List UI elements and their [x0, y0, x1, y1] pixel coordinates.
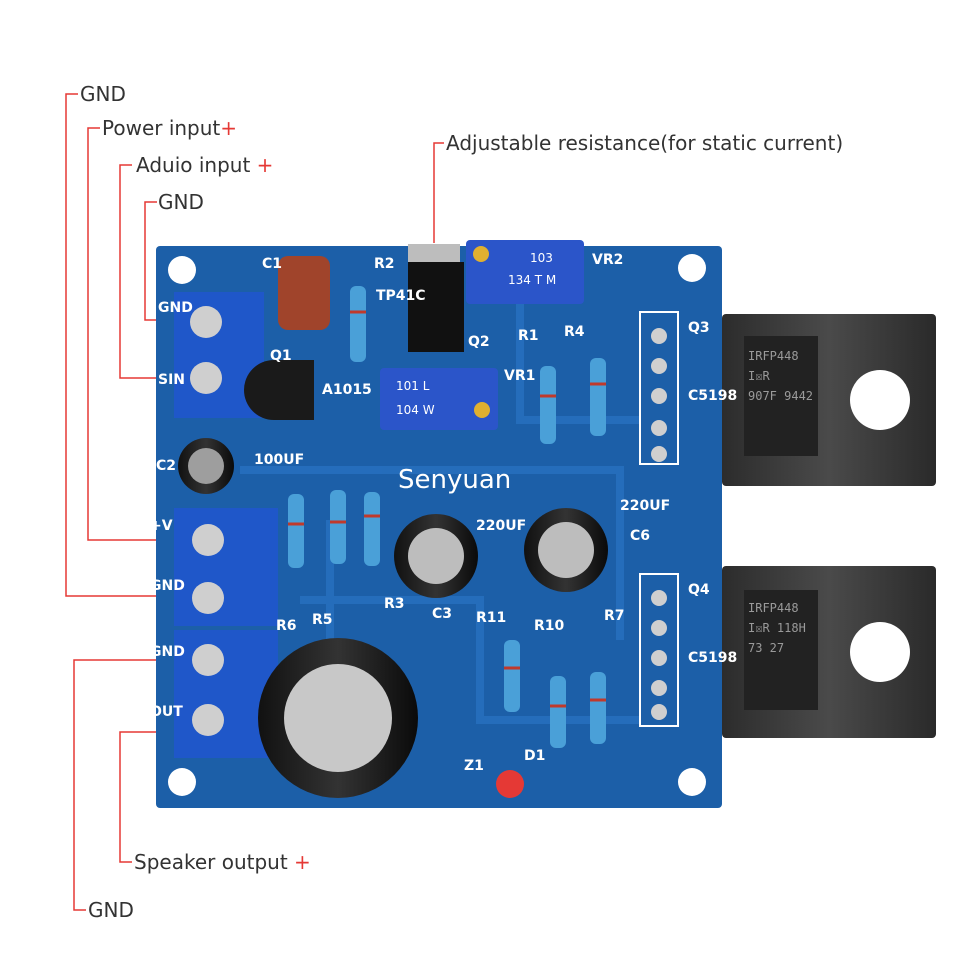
mosfet-q4-body	[722, 566, 936, 738]
silk-c6: C6	[630, 528, 650, 544]
board-brand: Senyuan	[398, 465, 511, 495]
capacitor-c1	[278, 256, 330, 330]
leader-adjustable	[433, 142, 444, 243]
silk-r1: R1	[518, 328, 539, 344]
silk-vr1: VR1	[504, 368, 535, 384]
resistors	[288, 286, 606, 748]
silk-r2: R2	[374, 256, 395, 272]
silk-c6-value: 220UF	[620, 498, 670, 514]
transistor-q1	[244, 360, 314, 420]
silk-c2: C2	[156, 458, 176, 474]
silk-vr2: VR2	[592, 252, 623, 268]
mosfet-q3-body	[722, 314, 936, 486]
silk-q4: Q4	[688, 582, 710, 598]
silk-r3: R3	[384, 596, 405, 612]
mosfet-q4-marking-3: 73 27	[748, 641, 784, 655]
trimmer-vr2	[466, 240, 584, 304]
vr2-marking-1: 103	[530, 251, 553, 265]
mosfet-q3-marking-3: 907F 9442	[748, 389, 813, 403]
silk-r7: R7	[604, 608, 625, 624]
silk-c2-value: 100UF	[254, 452, 304, 468]
silk-r6: R6	[276, 618, 297, 634]
silk-c3-value: 220UF	[476, 518, 526, 534]
silk-sin: SIN	[158, 372, 185, 388]
silk-c5198-bot: C5198	[688, 650, 737, 666]
silk-r10: R10	[534, 618, 565, 634]
label-gnd-top: GND	[80, 82, 126, 106]
led-d1	[496, 770, 524, 798]
silk-gnd-3: GND	[150, 644, 185, 660]
mosfet-q3-marking-2: I☒R	[748, 369, 770, 383]
plus-sign: +	[294, 850, 311, 874]
label-power-input-text: Power input	[102, 116, 221, 140]
label-adjustable-resistance: Adjustable resistance(for static current…	[446, 131, 844, 155]
plus-sign: +	[220, 116, 238, 140]
leader-power-input	[87, 127, 160, 541]
leader-speaker-output	[119, 731, 160, 863]
silk-plus-v: +V	[150, 518, 173, 534]
silk-c1: C1	[262, 256, 282, 272]
vr1-marking-2: 104 W	[396, 403, 435, 417]
label-power-input: Power input+	[102, 117, 237, 139]
silk-q3: Q3	[688, 320, 710, 336]
silk-tp41c: TP41C	[376, 288, 426, 304]
mosfet-q3-marking-1: IRFP448	[748, 349, 799, 363]
label-speaker-output: Speaker output +	[134, 851, 311, 873]
silk-c5198-top: C5198	[688, 388, 737, 404]
label-gnd-bottom: GND	[88, 898, 134, 922]
silk-q1: Q1	[270, 348, 292, 364]
trimmer-vr1	[380, 368, 498, 430]
silk-z1: Z1	[464, 758, 484, 774]
silk-r5: R5	[312, 612, 333, 628]
silk-q2: Q2	[468, 334, 490, 350]
label-audio-input-text: Aduio input	[136, 153, 251, 177]
vr1-marking-1: 101 L	[396, 379, 430, 393]
leader-gnd-top	[65, 93, 158, 597]
silk-r11: R11	[476, 610, 506, 626]
terminal-output	[174, 630, 278, 758]
vr2-marking-2: 134 T M	[508, 273, 556, 287]
silk-gnd-2: GND	[150, 578, 185, 594]
silk-a1015: A1015	[322, 382, 372, 398]
mosfet-q4-marking-1: IRFP448	[748, 601, 799, 615]
mosfet-q4-marking-2: I☒R 118H	[748, 621, 806, 635]
leader-gnd-signal	[144, 201, 160, 321]
plus-sign: +	[256, 153, 274, 177]
label-gnd-signal: GND	[158, 190, 204, 214]
label-audio-input: Aduio input +	[136, 154, 273, 176]
leader-audio-input	[119, 164, 160, 379]
label-speaker-output-text: Speaker output	[134, 850, 288, 874]
silk-r4: R4	[564, 324, 585, 340]
silk-c3: C3	[432, 606, 452, 622]
leader-gnd-bottom	[73, 659, 160, 911]
transistor-tp41c	[408, 244, 464, 352]
silk-d1: D1	[524, 748, 545, 764]
silk-gnd-1: GND	[158, 300, 193, 316]
terminal-power	[174, 508, 278, 626]
silk-out: OUT	[150, 704, 183, 720]
